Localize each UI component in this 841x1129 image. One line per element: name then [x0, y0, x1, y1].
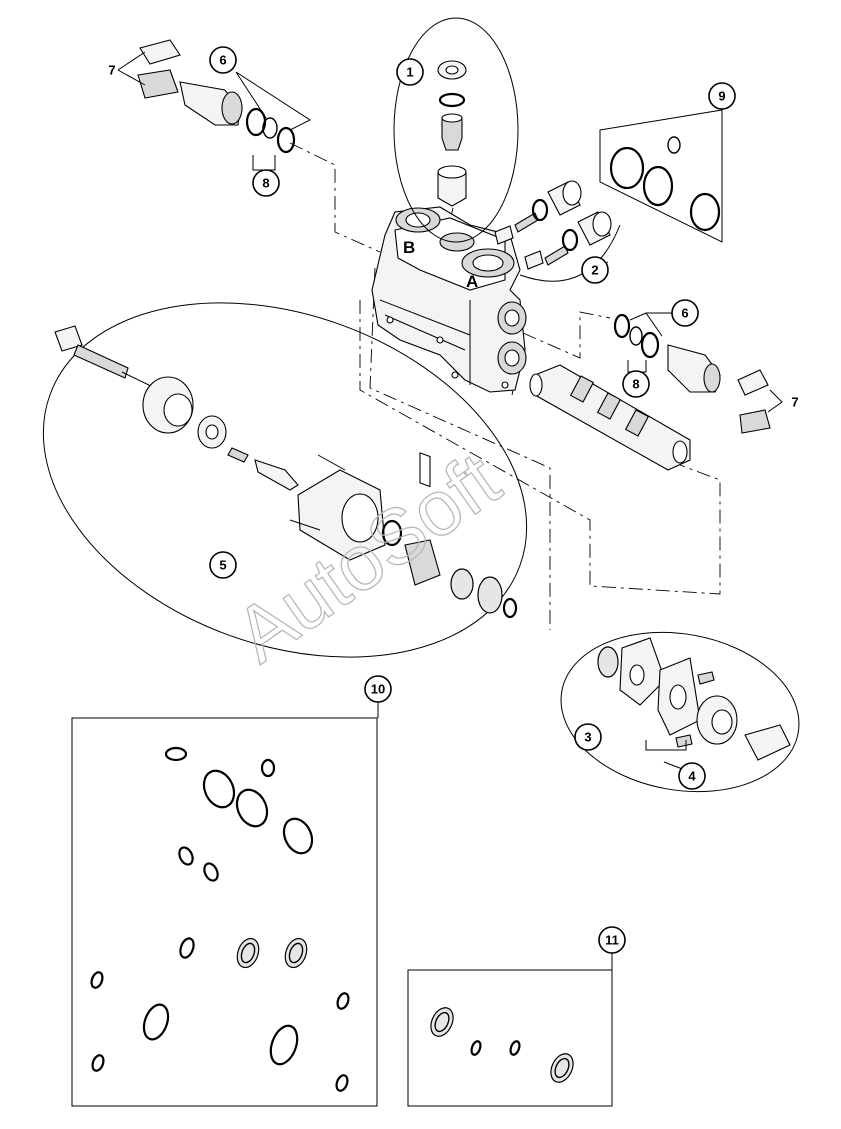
svg-text:8: 8: [632, 377, 639, 392]
label-7-right: 7: [791, 395, 798, 410]
group-1-outline: [393, 17, 519, 243]
svg-text:4: 4: [688, 769, 696, 784]
svg-text:9: 9: [718, 89, 725, 104]
callout-3: 3: [574, 723, 602, 751]
group-3-outline: [560, 631, 800, 793]
svg-text:5: 5: [219, 558, 226, 573]
callout-10: 10: [364, 675, 392, 703]
right-coil-parts: [613, 312, 783, 434]
svg-text:1: 1: [406, 65, 413, 80]
callout-6-top: 6: [209, 46, 237, 74]
svg-text:11: 11: [605, 933, 619, 948]
top-left-coil-parts: [117, 39, 312, 171]
callout-11: 11: [598, 926, 626, 954]
group-5-outline: [42, 302, 528, 658]
svg-text:6: 6: [681, 306, 688, 321]
svg-text:10: 10: [371, 682, 385, 697]
svg-text:8: 8: [262, 176, 269, 191]
port-a-label: A: [466, 272, 478, 291]
group-5-parts: [54, 325, 518, 619]
group-10-orings: [90, 746, 350, 1092]
group-1-parts: [437, 60, 467, 207]
spool: [529, 364, 691, 471]
group-9-box: [599, 109, 723, 243]
group-10-box: [71, 717, 378, 1107]
group-11-orings: [430, 1007, 574, 1083]
svg-text:6: 6: [219, 53, 226, 68]
group-11-box: [407, 969, 613, 1107]
label-7-top: 7: [108, 63, 115, 78]
group-2-parts: [494, 180, 621, 282]
callout-4: 4: [678, 762, 706, 790]
callout-1: 1: [396, 58, 424, 86]
callout-5: 5: [209, 551, 237, 579]
svg-text:2: 2: [591, 263, 598, 278]
group-3-parts: [597, 637, 791, 761]
callout-2: 2: [581, 256, 609, 284]
svg-text:3: 3: [584, 730, 591, 745]
callout-8-top: 8: [252, 169, 280, 197]
callout-8-right: 8: [622, 370, 650, 398]
callout-6-right: 6: [671, 299, 699, 327]
group-9-orings: [609, 136, 721, 232]
callout-9: 9: [708, 82, 736, 110]
port-b-label: B: [403, 238, 415, 257]
valve-body: [371, 206, 527, 488]
